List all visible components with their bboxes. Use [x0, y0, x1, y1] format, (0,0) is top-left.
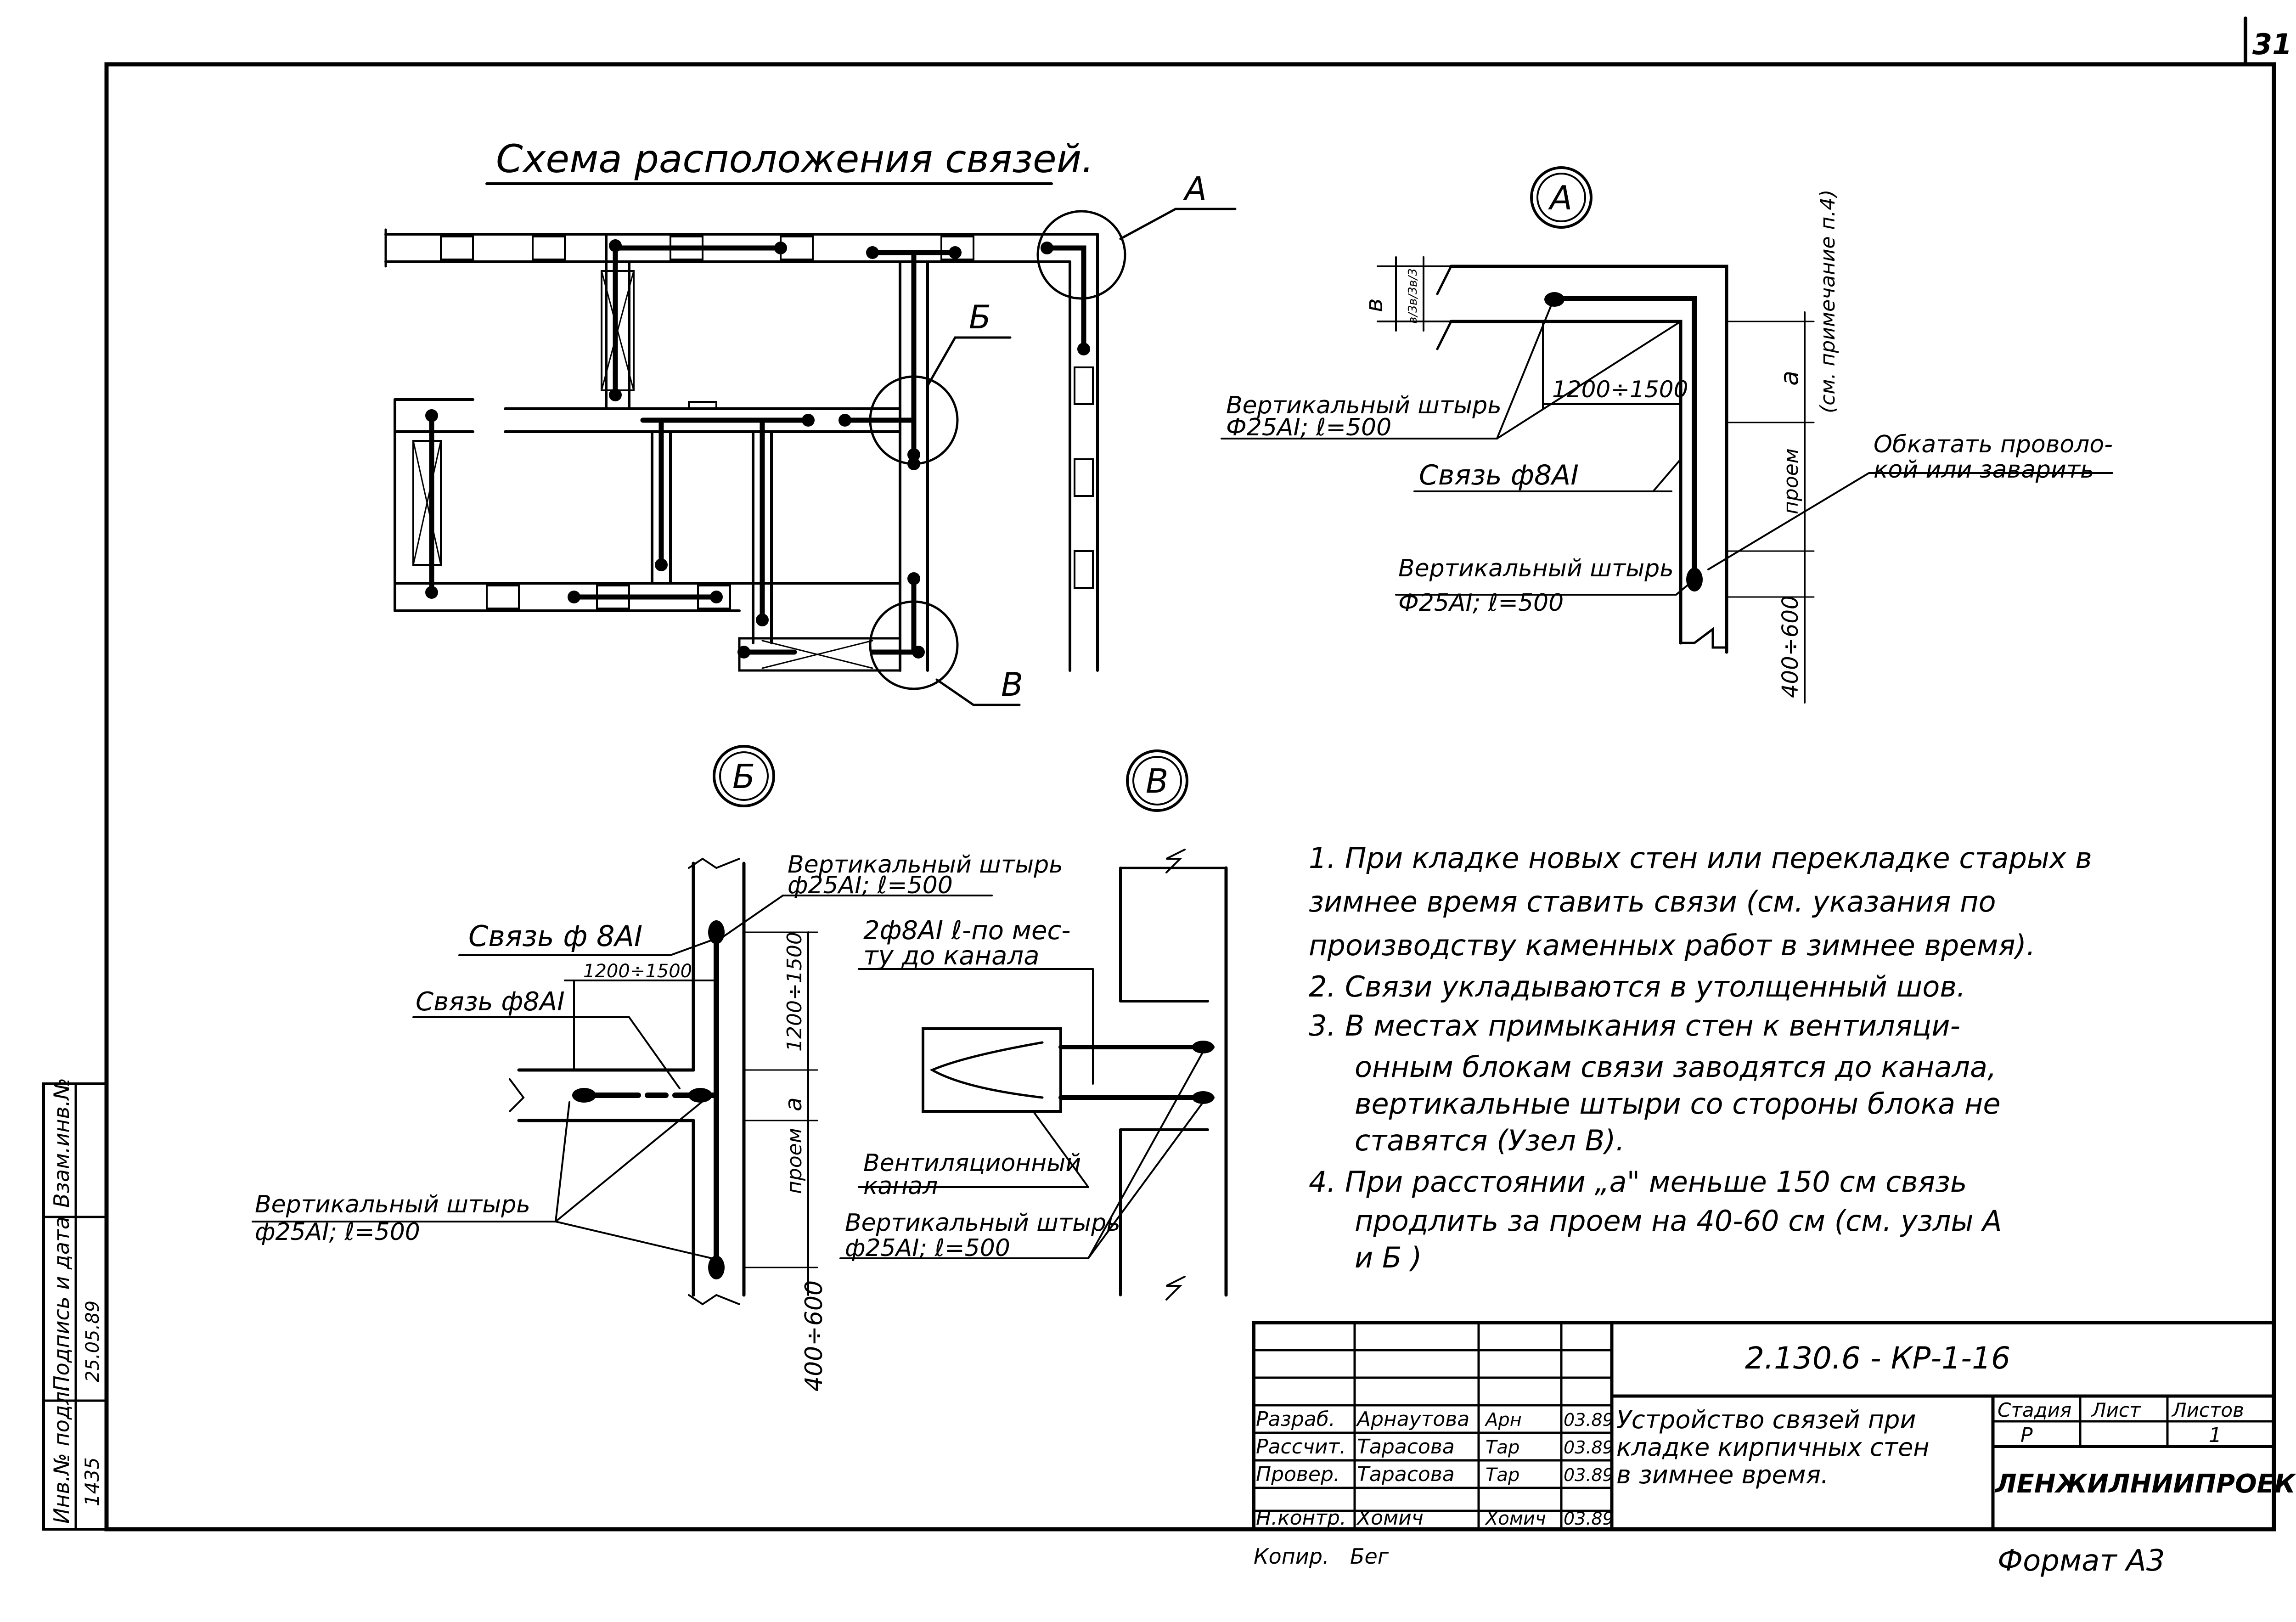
note-line: 3. В местах примыкания стен к вентиляци- — [1309, 1009, 1960, 1042]
tb-date: 03.89 — [1564, 1465, 1614, 1485]
node-b-tie-top: Связь ф 8АI — [468, 919, 642, 953]
callout-label-a: А — [1183, 170, 1207, 208]
tb-sign: Хомич — [1485, 1508, 1546, 1529]
node-a-dim-a: а — [1775, 371, 1804, 386]
node-v-channel-2: канал — [863, 1172, 938, 1200]
tb-description-3: в зимнее время. — [1616, 1460, 1829, 1489]
node-a-pin-top-2: Ф25АI; ℓ=500 — [1226, 414, 1391, 441]
tb-date: 03.89 — [1564, 1410, 1614, 1430]
node-a-dim-lower: 400÷600 — [1778, 596, 1803, 698]
tb-sheets-value: 1 — [2209, 1424, 2222, 1447]
node-v-ties-2: ту до канала — [863, 941, 1040, 971]
doc-code: 2.130.6 - КР-1-16 — [1745, 1340, 2010, 1376]
node-a-dim-opening: проем — [1779, 448, 1803, 514]
node-v-pin-2: ф25АI; ℓ=500 — [845, 1234, 1010, 1262]
stamp-inv-orig: Инв.№ подл. — [49, 1385, 74, 1524]
callout-circle-v — [869, 600, 959, 690]
tb-date: 03.89 — [1564, 1437, 1614, 1458]
node-v-channel-1: Вентиляционный — [863, 1149, 1081, 1177]
node-v-label: В — [1146, 762, 1168, 800]
node-a-b-frac-3: в/3 — [1406, 305, 1420, 324]
node-a-wrap-2: кой или заварить — [1874, 456, 2094, 484]
node-b-dim-opening: проем — [783, 1128, 806, 1194]
node-a-b-label: в — [1361, 298, 1388, 312]
node-a-dim-a-note: (см. примечание п.4) — [1816, 190, 1840, 413]
note-line: 1. При кладке новых стен или перекладке … — [1309, 841, 2092, 875]
title-block: 2.130.6 - КР-1-16 Разраб. Арнаутова Арн … — [1252, 1321, 2296, 1578]
node-b-label: Б — [732, 757, 755, 796]
callout-circle-b — [869, 375, 959, 465]
node-a-pin-top-1: Вертикальный штырь — [1226, 392, 1502, 419]
sheet-number: 31 — [2252, 28, 2292, 61]
stamp-sign-date: Подпись и дата — [49, 1216, 74, 1391]
note-line: продлить за проем на 40-60 см (см. узлы … — [1355, 1204, 2002, 1238]
node-v-ties-1: 2ф8АI ℓ-по мес- — [863, 916, 1070, 946]
tb-role: Рассчит. — [1256, 1435, 1346, 1459]
node-b-pin-top-1: Вертикальный штырь — [788, 851, 1063, 879]
note-line: зимнее время ставить связи (см. указания… — [1309, 885, 1996, 918]
node-b-detail: Б 1200÷1500 1200÷1500 а проем 400÷600 — [252, 745, 1063, 1391]
node-b-pin-bottom-2: ф25АI; ℓ=500 — [255, 1218, 420, 1246]
note-line: и Б ) — [1355, 1241, 1422, 1274]
scheme-plan: Схема расположения связей. — [384, 136, 1237, 706]
stamp-date-value: 25.05.89 — [82, 1301, 103, 1382]
node-a-tie: Связь ф8АI — [1419, 459, 1579, 491]
callout-circle-a — [1036, 210, 1126, 300]
tb-copy-sign: Бег — [1350, 1544, 1389, 1569]
tb-name: Арнаутова — [1356, 1408, 1469, 1431]
note-line: вертикальные штыри со стороны блока не — [1355, 1087, 2001, 1121]
scheme-title: Схема расположения связей. — [496, 136, 1094, 181]
tb-copy-label: Копир. — [1254, 1544, 1329, 1569]
side-stamp: Взам.инв.№ Подпись и дата Инв.№ подл. 25… — [42, 1078, 108, 1531]
tb-stage-header: Стадия — [1998, 1399, 2071, 1421]
node-a-detail: А в в/3 в/3 в/3 1200÷1500 а (см. примеча… — [1221, 166, 2113, 704]
tb-sheets-header: Листов — [2171, 1399, 2244, 1421]
note-line: 4. При расстоянии „а" меньше 150 см связ… — [1309, 1165, 1967, 1199]
tb-name: Хомич — [1356, 1506, 1424, 1530]
stamp-inv-value: 1435 — [81, 1457, 103, 1506]
callout-label-v: В — [1001, 666, 1023, 704]
tb-date: 03.89 — [1564, 1509, 1614, 1529]
tb-sign: Тар — [1486, 1437, 1519, 1458]
tb-role: Н.контр. — [1256, 1506, 1346, 1530]
tb-sign: Тар — [1486, 1464, 1519, 1486]
node-b-dim-range: 1200÷1500 — [583, 961, 692, 982]
tb-sign: Арн — [1484, 1409, 1522, 1431]
tb-description-1: Устройство связей при — [1616, 1405, 1916, 1434]
node-b-dim-vertical: 1200÷1500 — [783, 932, 806, 1052]
node-b-pin-bottom-1: Вертикальный штырь — [255, 1191, 530, 1218]
stamp-inv-repl: Взам.инв.№ — [49, 1078, 74, 1208]
tb-role: Разраб. — [1256, 1408, 1335, 1431]
node-b-tie-left: Связь ф8АI — [416, 987, 565, 1017]
node-a-wrap-1: Обкатать проволо- — [1874, 431, 2113, 458]
sheet-frame: 31 — [104, 17, 2292, 1532]
notes: 1. При кладке новых стен или перекладке … — [1309, 841, 2092, 1274]
callout-label-b: Б — [969, 298, 991, 336]
note-line: онным блокам связи заводятся до канала, — [1355, 1050, 1997, 1084]
note-line: производству каменных работ в зимнее вре… — [1309, 929, 2036, 962]
tb-sheet-header: Лист — [2091, 1399, 2141, 1421]
tb-role: Провер. — [1256, 1463, 1340, 1486]
node-a-pin-bottom-1: Вертикальный штырь — [1398, 555, 1674, 582]
node-b-dim-a: а — [780, 1097, 807, 1111]
tb-format: Формат А3 — [1998, 1544, 2165, 1578]
node-b-dim-lower: 400÷600 — [800, 1280, 828, 1391]
tb-stage-value: Р — [2020, 1424, 2033, 1447]
node-a-b-frac-1: в/3 — [1406, 268, 1420, 287]
tb-name: Тарасова — [1357, 1435, 1455, 1459]
node-a-b-frac-2: в/3 — [1406, 287, 1420, 305]
node-b-pin-top-2: ф25АI; ℓ=500 — [788, 872, 953, 899]
note-line: ставятся (Узел В). — [1355, 1124, 1625, 1157]
node-a-pin-bottom-2: Ф25АI; ℓ=500 — [1398, 589, 1564, 617]
node-v-pin-1: Вертикальный штырь — [845, 1209, 1120, 1237]
node-a-label: А — [1548, 179, 1572, 217]
tb-organization: ЛЕНЖИЛНИИПРОЕКТ — [1994, 1469, 2296, 1499]
tb-description-2: кладке кирпичных стен — [1616, 1433, 1930, 1462]
note-line: 2. Связи укладываются в утолщенный шов. — [1309, 970, 1966, 1003]
node-v-detail: В 2ф8АI ℓ-по мес- ту до канала Вентиляци… — [839, 749, 1228, 1301]
tb-name: Тарасова — [1357, 1463, 1455, 1486]
